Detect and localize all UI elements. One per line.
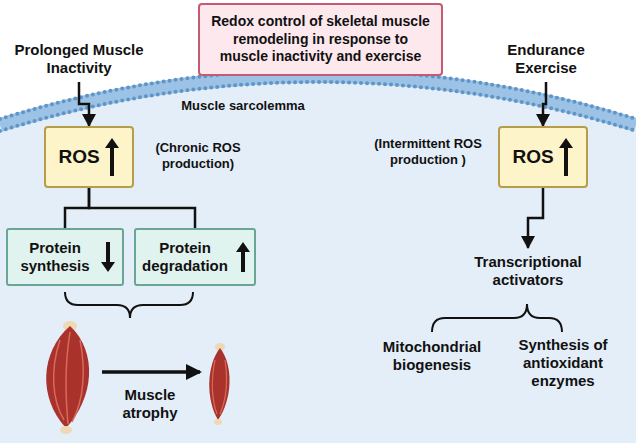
split-bracket xyxy=(432,304,562,332)
annotation-label: Synthesis of antioxidant enzymes xyxy=(500,336,626,390)
annotation-label: (Chronic ROS production) xyxy=(138,140,258,171)
ros-box: ROS xyxy=(44,126,134,188)
title-text: Redox control of skeletal muscle remodel… xyxy=(208,13,433,66)
annotation-label: Mitochondrial biogenesis xyxy=(372,338,492,374)
connector xyxy=(543,82,546,126)
node-text: Endurance Exercise xyxy=(478,41,614,77)
connector xyxy=(79,82,89,126)
down-arrow-icon xyxy=(100,241,116,273)
text-node: Endurance Exercise xyxy=(478,36,614,82)
merge-bracket xyxy=(65,292,193,318)
sarcolemma-heads-outer xyxy=(0,70,636,119)
connector xyxy=(89,188,195,228)
process-box: Protein degradation xyxy=(134,228,256,286)
large-muscle xyxy=(46,321,89,434)
annotation-label: Muscle sarcolemma xyxy=(168,98,318,114)
connector xyxy=(65,188,89,228)
cell-interior xyxy=(0,69,636,443)
node-text: Protein degradation xyxy=(139,239,231,275)
text-node: Prolonged Muscle Inactivity xyxy=(6,36,152,82)
annotation-label: Muscle atrophy xyxy=(104,386,196,422)
atrophy-arrow xyxy=(102,370,200,374)
node-text: Transcriptional activators xyxy=(458,253,598,289)
text-node: Transcriptional activators xyxy=(448,248,608,294)
ros-box: ROS xyxy=(498,126,588,188)
node-text: ROS xyxy=(512,146,553,168)
small-muscle xyxy=(209,343,229,425)
up-arrow-icon xyxy=(235,241,251,273)
sarcolemma-heads-inner xyxy=(0,82,636,131)
node-text: Prolonged Muscle Inactivity xyxy=(6,41,152,77)
title-box: Redox control of skeletal muscle remodel… xyxy=(198,3,443,76)
node-text: Protein synthesis xyxy=(14,239,96,275)
connector xyxy=(528,188,543,248)
up-arrow-icon xyxy=(558,137,574,177)
node-text: ROS xyxy=(58,146,99,168)
process-box: Protein synthesis xyxy=(6,228,124,286)
annotation-label: (Intermittent ROS production ) xyxy=(362,136,494,167)
up-arrow-icon xyxy=(104,137,120,177)
